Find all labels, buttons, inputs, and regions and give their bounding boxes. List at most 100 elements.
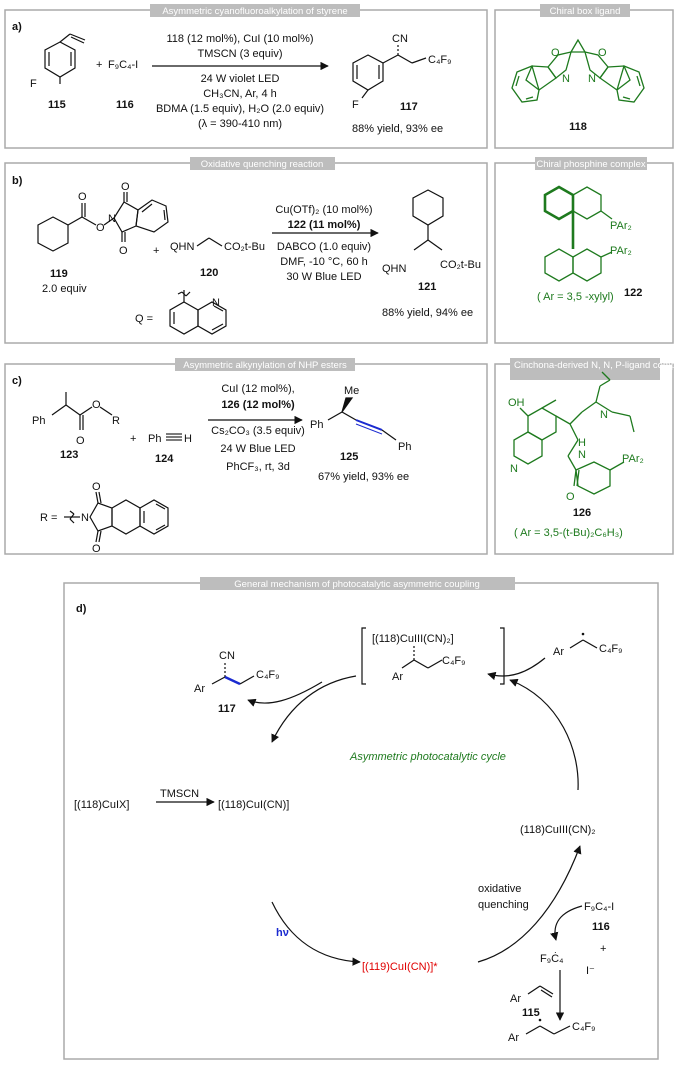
ligand-118-o1: O	[551, 47, 560, 59]
cu3-c4f9: C₄F₉	[442, 655, 466, 667]
radical-dot-bottom	[538, 1018, 542, 1022]
ar-def-126: ( Ar = 3,5-(t-Bu)₂C₆H₃)	[514, 527, 623, 539]
ester-123-structure	[51, 392, 113, 430]
ester-123-oc: O	[76, 435, 85, 447]
prod-117-f: F	[352, 99, 359, 111]
alkyne-h: H	[184, 433, 192, 445]
binap-par2-bottom: PAr₂	[610, 245, 632, 257]
lig-126-oh: OH	[508, 397, 525, 409]
cond-b-5: 30 W Blue LED	[286, 271, 361, 283]
d-bottom-c4f9: C₄F₉	[572, 1021, 596, 1033]
cond-b-4: DMF, -10 °C, 60 h	[280, 256, 368, 268]
cu1-cn: [(118)CuI(CN)]	[218, 799, 289, 811]
panel-c-title-bg	[175, 358, 355, 371]
ligand-118-n2: N	[588, 73, 596, 85]
yield-b: 88% yield, 94% ee	[382, 307, 473, 319]
plus-a: +	[96, 59, 102, 71]
cu3-right: (118)CuIII(CN)₂	[520, 824, 596, 836]
arrow-radical-in	[487, 657, 546, 681]
cond-a-1: 118 (12 mol%), CuI (10 mol%)	[166, 33, 313, 45]
radical-top-right	[569, 639, 598, 649]
side-c-title-bg	[510, 358, 660, 380]
rf-iodide: F₉C₄-I	[108, 59, 138, 71]
panel-a: Asymmetric cyanofluoroalkylation of styr…	[4, 4, 488, 149]
panel-b: Oxidative quenching reaction b) O O N O …	[4, 157, 488, 344]
lig-126-nh-n: N	[578, 449, 586, 461]
panel-d-letter: d)	[76, 603, 87, 615]
ligand-126-structure	[513, 371, 635, 495]
prod-117-cn: CN	[392, 33, 408, 45]
product-125-structure	[327, 397, 397, 441]
prod-125-me: Me	[344, 385, 359, 397]
panel-a-title: Asymmetric cyanofluoroalkylation of styr…	[162, 6, 347, 17]
cond-b-3: DABCO (1.0 equiv)	[277, 241, 371, 253]
ester-123-o: O	[92, 399, 101, 411]
oxq-line1: oxidative	[478, 883, 521, 895]
panel-d-title-bg	[200, 577, 515, 590]
cmpd-121: 121	[418, 281, 436, 293]
panel-b-title: Oxidative quenching reaction	[201, 159, 324, 170]
nhp-n: N	[81, 512, 89, 524]
ar-def-122: ( Ar = 3,5 -xylyl)	[537, 291, 614, 303]
cmpd-118: 118	[569, 121, 587, 133]
panel-d-title: General mechanism of photocatalytic asym…	[234, 579, 480, 590]
cond-c-5: PhCF₃, rt, 3d	[226, 461, 290, 473]
cond-a-2: TMSCN (3 equiv)	[198, 48, 283, 60]
plus-b: +	[153, 245, 159, 257]
product-117-d-structure	[211, 663, 255, 686]
panel-c-letter: c)	[12, 375, 22, 387]
equiv-119: 2.0 equiv	[42, 283, 87, 295]
side-b-frame	[494, 162, 674, 344]
cu1-x: [(118)CuIX]	[74, 799, 129, 811]
side-a: Chiral box ligand O O N N 118	[494, 4, 674, 149]
cmpd-115: 115	[48, 99, 66, 111]
prod-121-co2tbu: CO₂t-Bu	[440, 259, 481, 271]
nhp-r-structure	[64, 491, 169, 543]
ester-123-ph: Ph	[32, 415, 45, 427]
cmpd-122: 122	[624, 287, 642, 299]
lig-126-par2: PAr₂	[622, 453, 644, 465]
ligand-118-structure	[511, 38, 645, 103]
lig-126-n-quinuclidine: N	[600, 409, 608, 421]
yield-a: 88% yield, 93% ee	[352, 123, 443, 135]
ester-o-carbonyl: O	[78, 191, 87, 203]
excited-state: [(119)CuI(CN)]*	[362, 961, 438, 973]
d-prod-ar: Ar	[194, 683, 205, 695]
cond-c-2: 126 (12 mol%)	[221, 399, 295, 411]
tmscn-label: TMSCN	[160, 788, 199, 800]
prod-117-c4f9: C₄F₉	[428, 54, 452, 66]
prod-125-ph1: Ph	[310, 419, 323, 431]
styrene-f: F	[30, 78, 37, 90]
r-equals: R =	[40, 512, 57, 524]
arrow-product-out	[247, 681, 323, 707]
yield-c: 67% yield, 93% ee	[318, 471, 409, 483]
cycle-label: Asymmetric photocatalytic cycle	[349, 751, 506, 763]
plus-c: +	[130, 433, 136, 445]
cond-b-2: 122 (11 mol%)	[288, 219, 361, 231]
cond-b-1: Cu(OTf)₂ (10 mol%)	[275, 204, 372, 216]
radical-top-c4f9: C₄F₉	[599, 643, 623, 655]
ligand-118-o2: O	[598, 47, 607, 59]
radical-bottom	[525, 1025, 571, 1035]
d-cmpd-117: 117	[218, 703, 236, 715]
cycle-arc-bottom-left	[271, 901, 361, 966]
prod-121-qhn: QHN	[382, 263, 407, 275]
lig-126-nh-h: H	[578, 437, 586, 449]
panel-a-letter: a)	[12, 21, 22, 33]
d-prod-c4f9: C₄F₉	[256, 669, 280, 681]
cycle-arc-bottom-right	[477, 845, 582, 963]
cond-c-4: 24 W Blue LED	[220, 443, 295, 455]
cond-a-3: 24 W violet LED	[201, 73, 280, 85]
nhp-o-bottom: O	[92, 543, 101, 555]
side-b-title: Chiral phosphine complex	[536, 159, 646, 170]
nhpi-o-top: O	[121, 181, 130, 193]
cmpd-117: 117	[400, 101, 418, 113]
cond-a-4: CH₃CN, Ar, 4 h	[203, 88, 277, 100]
arrow-rf-split	[550, 905, 583, 941]
cmpd-116: 116	[116, 99, 134, 111]
product-121-structure	[412, 189, 444, 251]
cmpd-126: 126	[573, 507, 591, 519]
q-equals: Q =	[135, 313, 153, 325]
d-iodide: I⁻	[586, 965, 595, 977]
